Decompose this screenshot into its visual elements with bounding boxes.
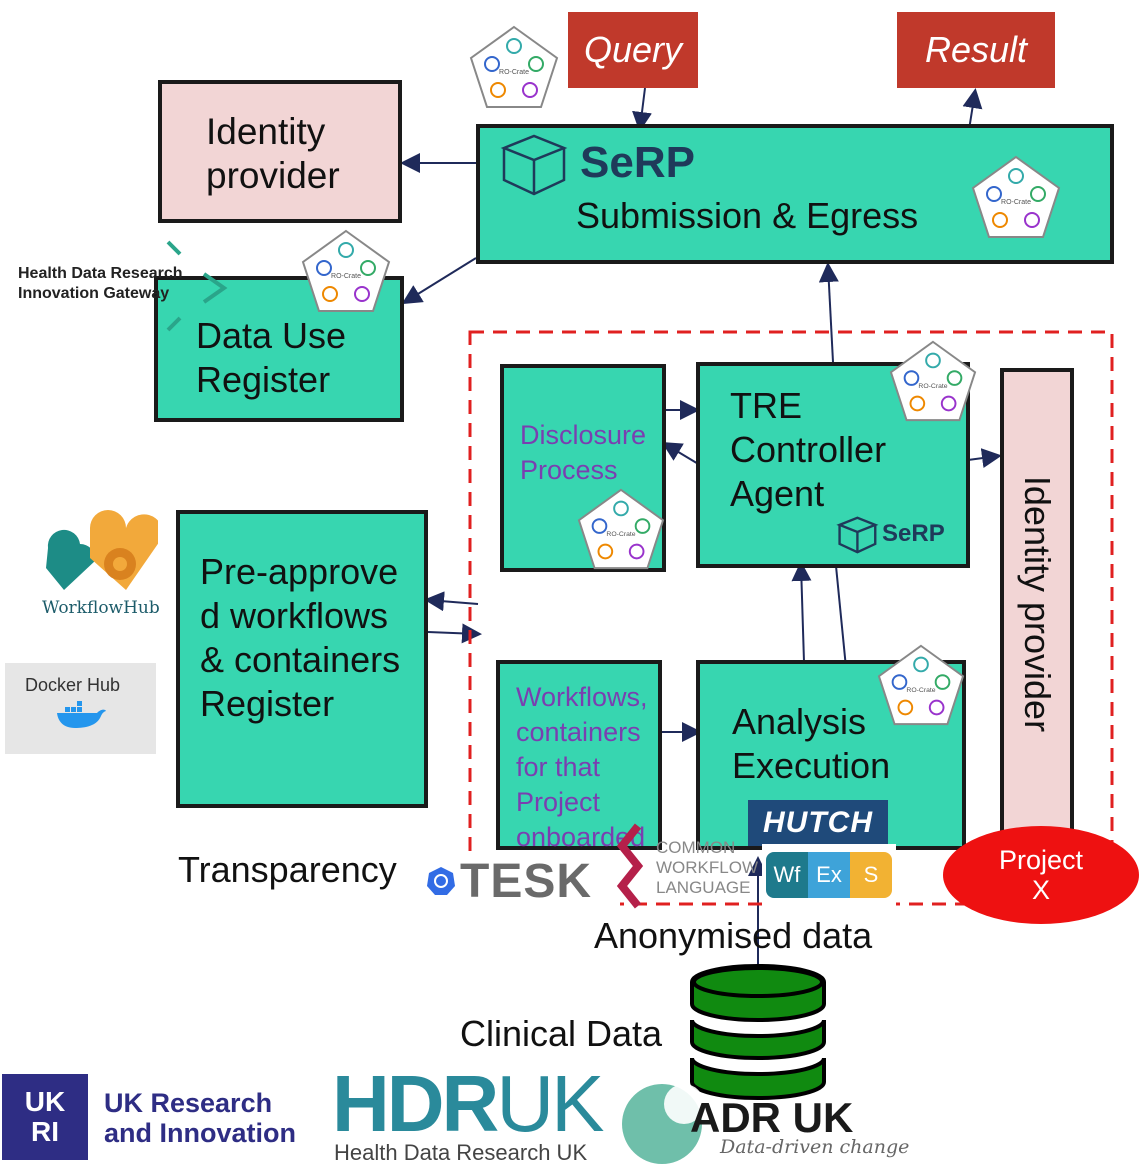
wfexs-wf: Wf: [766, 852, 808, 898]
disclosure-process-box: Disclosure Process RO-Crate: [500, 364, 666, 572]
identity-provider-vertical-label: Identity provider: [1017, 475, 1058, 733]
project-x-label: Project X: [998, 845, 1084, 905]
hdruk-logo-uk: UK: [496, 1059, 604, 1148]
hdr-gateway-chevron-icon: [166, 240, 228, 332]
tre-controller-label: TRE Controller Agent: [730, 385, 887, 514]
serp-submission-box: SeRP Submission & Egress RO-Crate: [476, 124, 1114, 264]
rocrate-badge-tre: RO-Crate: [889, 340, 977, 422]
identity-provider-label: Identity provider: [206, 111, 340, 196]
arrow-tre-to-disclosure: [661, 441, 701, 466]
hdruk-name: Health Data Research UK: [334, 1140, 588, 1165]
wfexs-logo: Wf Ex S: [762, 844, 896, 906]
arrow-to-preapproved: [424, 591, 479, 612]
adruk-tagline: Data-driven change: [720, 1136, 910, 1158]
hdruk-logo-hdr: HDR: [332, 1059, 499, 1148]
anonymised-data-label: Anonymised data: [594, 915, 873, 956]
serp-small-logo: SeRP: [882, 520, 945, 547]
arrow-query-to-serp: [632, 87, 652, 132]
hdr-gateway-label: Health Data Research Innovation Gateway: [18, 265, 183, 302]
identity-provider-vertical-box: Identity provider: [1000, 368, 1074, 840]
serp-small-cube-icon: [836, 516, 879, 554]
workflowhub-logo-icon: [46, 510, 158, 590]
rocrate-badge-datause: RO-Crate: [301, 229, 391, 312]
svg-text:RO-Crate: RO-Crate: [906, 687, 935, 694]
workflows-onboarded-box: Workflows, containers for that Project o…: [496, 660, 662, 852]
ukri-logo-mark: UK RI: [2, 1074, 88, 1160]
svg-text:RO-Crate: RO-Crate: [606, 531, 635, 538]
serp-cube-icon: [500, 134, 568, 196]
arrow-tre-to-serp: [818, 262, 839, 363]
project-x-ellipse: Project X: [943, 826, 1139, 924]
svg-text:RO-Crate: RO-Crate: [331, 273, 361, 280]
svg-text:RO-Crate: RO-Crate: [918, 383, 947, 390]
adruk-circle-icon: [622, 1084, 704, 1164]
tesk-text: TESK: [460, 855, 593, 908]
rocrate-badge-analysis: RO-Crate: [877, 644, 965, 726]
data-use-register-label: Data Use Register: [196, 315, 347, 400]
hutch-logo: HUTCH: [748, 800, 888, 846]
arrow-serp-to-datause: [401, 257, 477, 305]
dockerhub-label: Docker Hub: [25, 675, 121, 695]
adruk-logo-text: ADR UK: [690, 1094, 854, 1141]
database-icon: [690, 964, 826, 1100]
analysis-execution-box: Analysis Execution: [696, 660, 966, 850]
ukri-name: UK Research and Innovation: [104, 1088, 296, 1148]
rocrate-badge-top: RO-Crate: [469, 25, 559, 108]
arrow-tre-to-idp: [967, 448, 1002, 469]
arrow-analysis-to-tre: [791, 561, 812, 663]
svg-text:RO-Crate: RO-Crate: [1001, 199, 1031, 206]
ukri-logo-text: UK RI: [24, 1086, 66, 1147]
serp-subtitle: Submission & Egress: [576, 195, 919, 236]
hutch-logo-text: HUTCH: [763, 806, 873, 839]
rocrate-badge-serp: RO-Crate: [971, 155, 1061, 238]
query-label: Query: [583, 29, 683, 70]
result-tag: Result: [897, 12, 1055, 88]
wfexs-s: S: [850, 852, 892, 898]
clinical-data-label: Clinical Data: [460, 1013, 663, 1054]
docker-whale-icon: [57, 701, 106, 728]
workflowhub-label: WorkflowHub: [42, 598, 160, 618]
wfexs-ex: Ex: [808, 852, 850, 898]
query-tag: Query: [568, 12, 698, 88]
tesk-logo: TESK: [420, 852, 620, 908]
disclosure-process-label: Disclosure Process: [520, 420, 647, 485]
hdruk-logo: HDRUK: [332, 1064, 604, 1144]
kubernetes-wheel-icon: [427, 867, 455, 895]
result-label: Result: [924, 29, 1028, 70]
cwl-label: COMMON WORKFLOW LANGUAGE: [656, 838, 758, 897]
serp-logo-text: SeRP: [580, 138, 695, 187]
cwl-logo-icon: [616, 823, 644, 909]
analysis-execution-label: Analysis Execution: [732, 701, 891, 786]
transparency-label: Transparency: [178, 849, 397, 890]
svg-text:RO-Crate: RO-Crate: [499, 69, 529, 76]
preapproved-register-box: Pre-approve d workflows & containers Reg…: [176, 510, 428, 808]
dockerhub-panel: Docker Hub: [5, 663, 156, 754]
identity-provider-box: Identity provider: [158, 80, 402, 223]
tre-boundary-dashed: [468, 330, 1114, 906]
preapproved-register-label: Pre-approve d workflows & containers Reg…: [200, 551, 401, 724]
rocrate-badge-disclosure: RO-Crate: [577, 488, 665, 570]
